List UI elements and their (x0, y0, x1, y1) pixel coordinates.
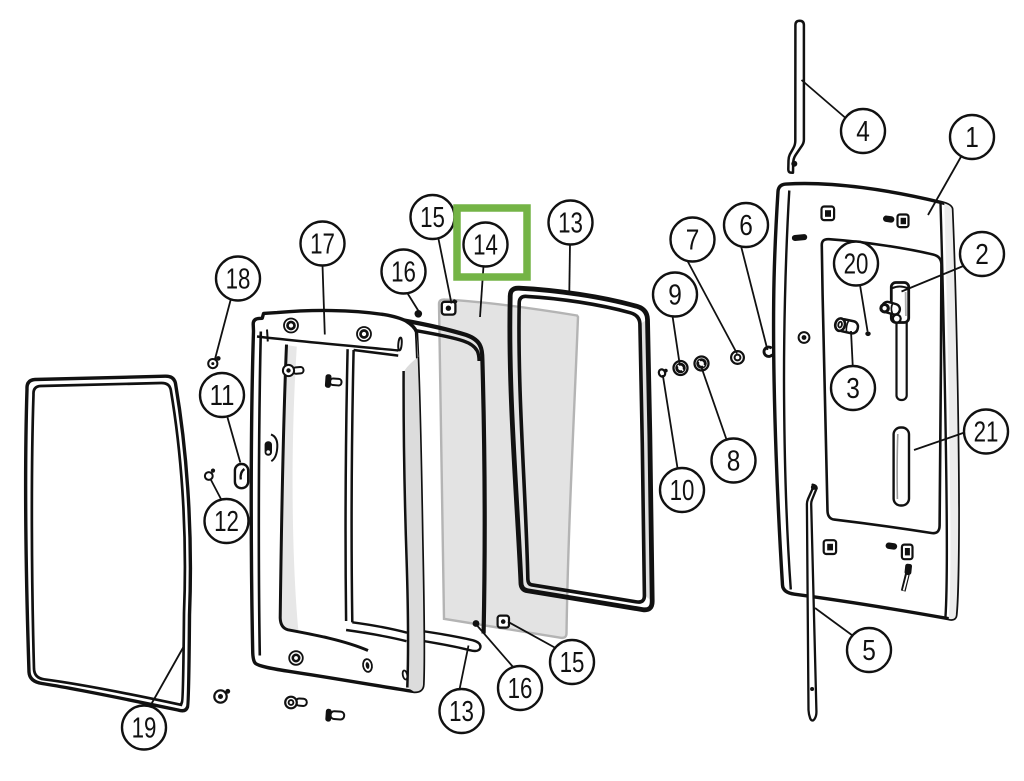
svg-text:14: 14 (473, 230, 498, 262)
svg-text:1: 1 (965, 122, 979, 154)
svg-text:21: 21 (974, 417, 999, 449)
svg-text:16: 16 (508, 673, 533, 705)
svg-text:2: 2 (975, 239, 989, 271)
svg-text:12: 12 (214, 506, 239, 538)
svg-text:8: 8 (727, 446, 741, 478)
svg-text:15: 15 (420, 202, 445, 234)
svg-text:18: 18 (226, 264, 251, 296)
svg-text:13: 13 (558, 208, 583, 240)
svg-text:4: 4 (856, 116, 870, 148)
svg-text:9: 9 (668, 280, 682, 312)
svg-text:11: 11 (210, 380, 235, 412)
svg-text:3: 3 (846, 373, 860, 405)
svg-text:6: 6 (739, 210, 753, 242)
svg-text:7: 7 (686, 225, 700, 257)
svg-text:5: 5 (862, 635, 876, 667)
svg-text:10: 10 (670, 475, 695, 507)
svg-text:16: 16 (391, 257, 416, 289)
svg-text:17: 17 (310, 229, 335, 261)
svg-text:15: 15 (560, 647, 585, 679)
svg-text:19: 19 (132, 713, 157, 745)
svg-text:20: 20 (844, 249, 869, 281)
svg-text:13: 13 (449, 696, 474, 728)
